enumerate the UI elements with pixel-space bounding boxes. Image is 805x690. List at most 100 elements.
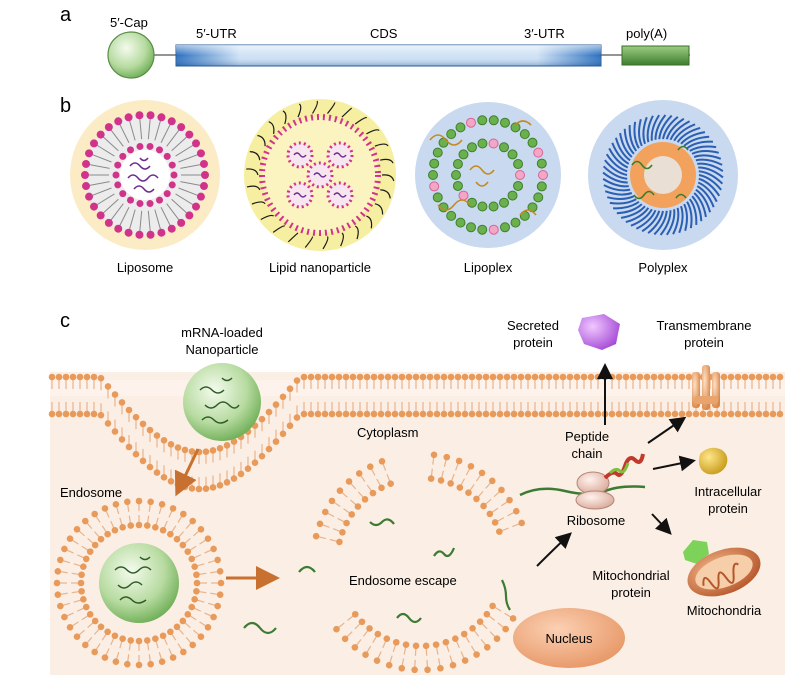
peg-chain — [366, 129, 380, 135]
peg-chain — [257, 134, 266, 147]
lipid-head — [119, 152, 127, 160]
lipid-head — [361, 496, 369, 503]
lipoplex-lipid — [446, 210, 457, 221]
plasma-membrane — [48, 373, 784, 493]
lipid-head — [426, 410, 434, 418]
lipid-head — [293, 414, 301, 421]
lipid-tail — [180, 181, 202, 186]
peg-chain — [374, 143, 389, 147]
peg-chain — [354, 116, 368, 125]
lipid-head — [685, 373, 693, 381]
lipid-head — [170, 171, 178, 179]
polymer-chain — [697, 181, 718, 203]
lipid-head — [769, 410, 777, 418]
peg-chain — [251, 201, 266, 205]
lipid-head — [184, 611, 192, 618]
lipid-head — [146, 200, 154, 208]
lipid-head — [456, 484, 464, 491]
lipid-head — [398, 373, 406, 381]
lipid-tail — [154, 209, 162, 230]
peg-chain — [304, 236, 314, 248]
lipid-head — [545, 410, 553, 418]
lipoplex-lipid — [499, 117, 510, 128]
lipid-head — [230, 475, 238, 482]
lipid-head — [622, 373, 630, 381]
polymer-chain — [642, 116, 648, 145]
polyplex — [588, 100, 738, 250]
lipid-tail — [154, 120, 162, 141]
lipid-head — [734, 410, 742, 418]
lipid-head — [195, 485, 203, 493]
lipid-head — [80, 596, 87, 603]
lipid-head — [201, 171, 209, 179]
lipid-head — [370, 373, 378, 381]
lipid-head — [374, 630, 382, 638]
lipid-head — [321, 508, 329, 516]
lipid-head — [191, 596, 198, 603]
polymer-chain — [676, 126, 701, 143]
lipoplex-lipid — [477, 201, 488, 212]
lipid-head — [615, 410, 623, 418]
polymer-chain — [683, 135, 710, 147]
lipid-head — [506, 496, 513, 504]
lipid-head — [664, 373, 672, 381]
lipid-head — [89, 139, 98, 148]
polymer-chain — [698, 177, 721, 197]
lipoplex-lipid — [536, 181, 547, 192]
lipid-head — [387, 480, 394, 487]
lipoplex-lipid — [513, 159, 524, 170]
polymer-chain — [646, 115, 654, 143]
lipid-head — [335, 410, 343, 418]
lipid-head — [321, 410, 329, 418]
lipid-head — [104, 383, 112, 390]
lipid-head — [179, 541, 187, 549]
lipid-head — [748, 373, 756, 381]
lipid-tail — [160, 123, 171, 143]
lipid-head — [335, 373, 343, 381]
lipid-head — [188, 448, 196, 455]
lipid-head — [433, 373, 441, 381]
lipid-head — [454, 410, 462, 418]
lipid-head — [73, 633, 81, 640]
lipid-head — [349, 410, 357, 418]
lipid-head — [159, 526, 167, 534]
lipid-head — [720, 373, 728, 381]
intracellular-label-line2: protein — [708, 501, 748, 516]
lipid-head — [755, 410, 763, 418]
peg-chain — [381, 174, 395, 182]
lipid-tail — [178, 153, 199, 163]
lipoplex-lipid — [488, 115, 499, 126]
lipid-head — [573, 373, 581, 381]
mitochondrial-protein — [683, 540, 709, 564]
lipid-head — [157, 113, 166, 122]
lipoplex-lipid — [455, 122, 466, 133]
lipid-head — [343, 519, 350, 527]
lipid-nanoparticle — [244, 99, 396, 251]
lipid-head — [48, 373, 56, 381]
lipid-head — [356, 410, 364, 418]
lipid-head — [118, 436, 126, 443]
lipid-head — [135, 111, 144, 120]
lipid-tail — [96, 193, 115, 206]
lipid-head — [216, 482, 224, 489]
cytoplasm-label: Cytoplasm — [357, 425, 418, 440]
panel-b-letter: b — [60, 95, 71, 117]
panel-a-letter: a — [60, 4, 72, 26]
polymer-chain — [611, 142, 630, 165]
lipid-head — [223, 442, 231, 449]
lipid-head — [405, 410, 413, 418]
lipid-tail — [88, 181, 110, 186]
lipid-head — [461, 657, 469, 664]
polymer-chain — [698, 174, 722, 191]
lipid-head — [496, 373, 504, 381]
polymer-chain — [691, 195, 703, 222]
lipid-head — [146, 142, 154, 150]
polymer-chain — [609, 198, 637, 205]
lipid-head — [57, 556, 64, 564]
lipid-head — [209, 447, 217, 454]
lipid-head — [496, 528, 503, 535]
lipid-head — [147, 660, 154, 668]
lipid-head — [369, 489, 377, 497]
cap-label: 5′-Cap — [110, 15, 148, 30]
